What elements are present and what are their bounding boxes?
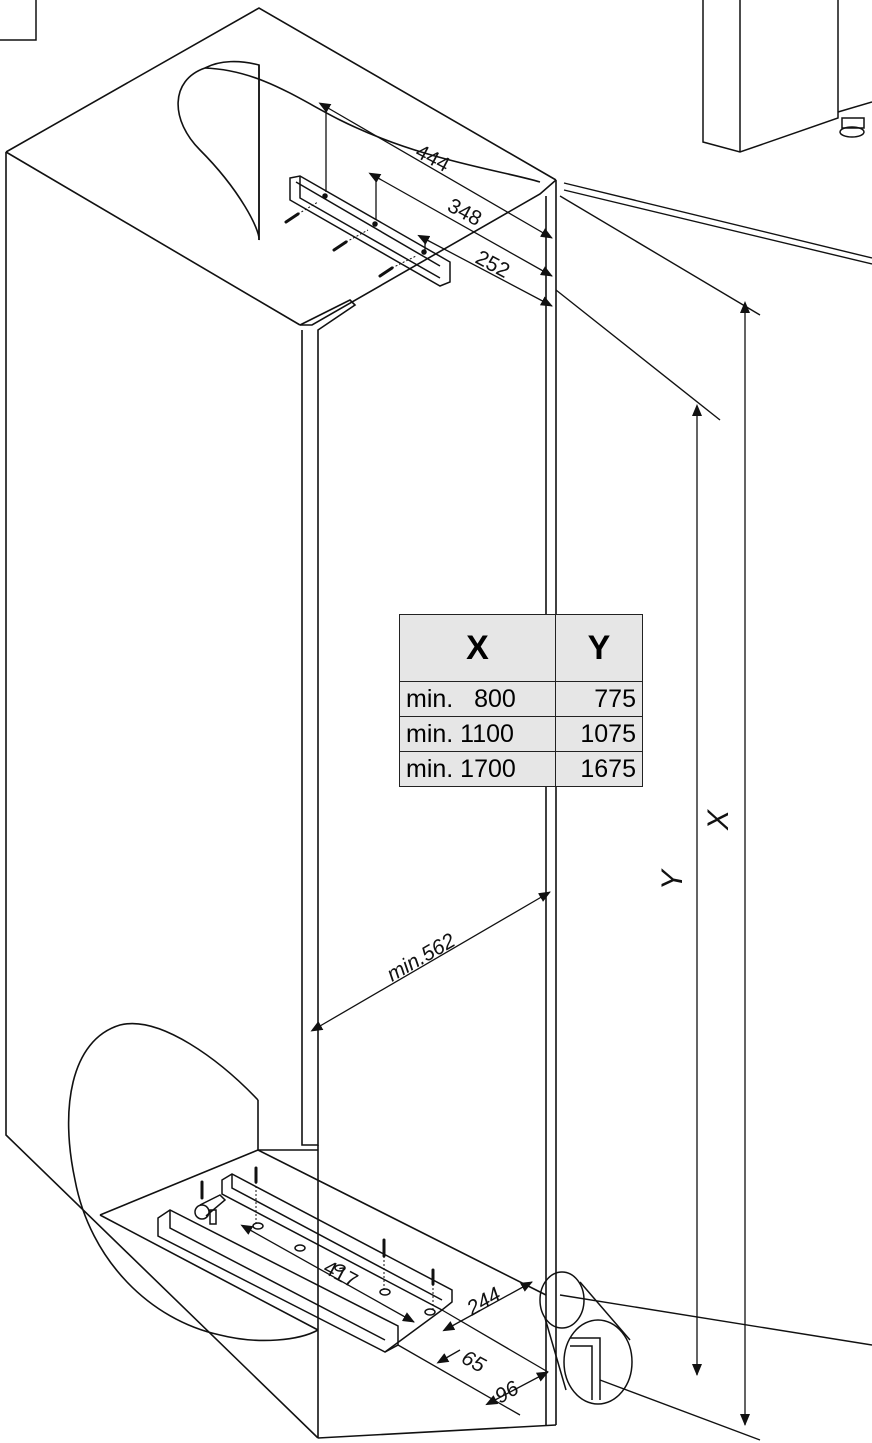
cell-x: min. 800 [399, 681, 556, 717]
top-screw-guides [297, 201, 417, 269]
min562-dimension-line [310, 891, 551, 1032]
cell-y: 1675 [554, 751, 644, 787]
height-dimension-lines [692, 301, 750, 1426]
dim-65-label: 65 [458, 1346, 490, 1377]
table-row: min. 800 775 [399, 681, 644, 717]
dim-252-label: 252 [472, 246, 514, 283]
header-x: X [399, 614, 556, 682]
wall-lines [555, 182, 872, 1441]
dim-96-label: 96 [491, 1377, 523, 1409]
dim-348-label: 348 [444, 194, 486, 231]
cell-y: 775 [554, 681, 644, 717]
cell-y: 1075 [554, 716, 644, 752]
top-bracket [289, 175, 451, 287]
bottom-dimension-lines [240, 1224, 549, 1416]
detail-zoom [539, 1271, 633, 1405]
min562-label: min.562 [383, 929, 459, 986]
dim-417-label: 417 [320, 1256, 362, 1293]
dim-244-label: 244 [462, 1283, 505, 1321]
y-dimension-label: Y [656, 868, 689, 890]
cell-x: min. 1100 [399, 716, 556, 752]
adjacent-cabinet [702, 0, 872, 153]
dimension-table: X Y min. 800 775 min. 1100 1075 min. 170… [399, 614, 644, 787]
table-row: min. 1100 1075 [399, 716, 644, 752]
top-dimension-lines [318, 102, 553, 307]
cell-x: min. 1700 [399, 751, 556, 787]
table-row: min. 1700 1675 [399, 751, 644, 787]
x-dimension-label: X [702, 809, 735, 831]
table-header-row: X Y [399, 614, 644, 682]
frame-corner [0, 0, 37, 41]
header-y: Y [554, 614, 644, 682]
dim-444-label: 444 [412, 140, 454, 177]
